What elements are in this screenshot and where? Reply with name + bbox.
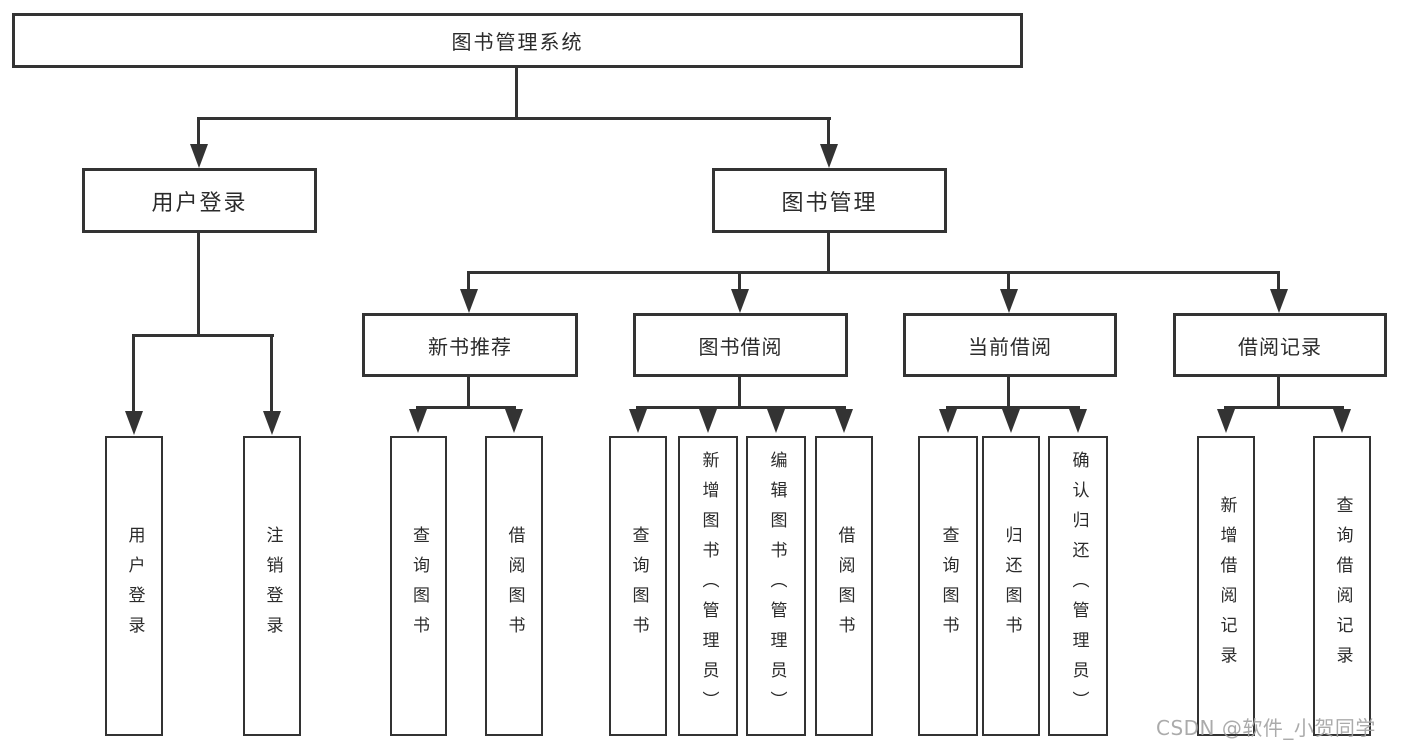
node-new-book-recommend-label: 新书推荐 bbox=[428, 334, 512, 359]
arrowhead-to-bb-borrow bbox=[835, 409, 853, 433]
node-borrow-records-label: 借阅记录 bbox=[1238, 334, 1322, 359]
arrowhead-to-user-login bbox=[190, 144, 208, 168]
leaf-bb-borrow-books-label: 借阅图书 bbox=[834, 526, 855, 646]
arrowhead-to-cb-query bbox=[939, 409, 957, 433]
node-current-borrow: 当前借阅 bbox=[903, 313, 1117, 377]
arrowhead-to-new-book-recommend bbox=[460, 289, 478, 313]
leaf-nbr-query-books-label: 查询图书 bbox=[409, 526, 429, 646]
arrowhead-to-br-add bbox=[1217, 409, 1235, 433]
arrowhead-to-book-management bbox=[820, 144, 838, 168]
arrowhead-to-book-borrow bbox=[731, 289, 749, 313]
leaf-bb-add-books-admin-label: 新增图书（管理员） bbox=[698, 451, 719, 721]
leaf-cb-return-books: 归还图书 bbox=[982, 436, 1040, 736]
leaf-bb-query-books-label: 查询图书 bbox=[628, 526, 649, 646]
leaf-nbr-borrow-books-label: 借阅图书 bbox=[504, 526, 525, 646]
leaf-bb-edit-books-admin-label: 编辑图书（管理员） bbox=[766, 451, 787, 721]
connector-book-mgmt-bar bbox=[467, 271, 1280, 274]
leaf-cb-return-books-label: 归还图书 bbox=[1001, 526, 1022, 646]
connector-user-login-drop-2 bbox=[270, 334, 273, 412]
arrowhead-to-cb-return bbox=[1002, 409, 1020, 433]
leaf-cb-query-books: 查询图书 bbox=[918, 436, 978, 736]
leaf-cb-query-books-label: 查询图书 bbox=[938, 526, 959, 646]
arrowhead-to-br-query bbox=[1333, 409, 1351, 433]
arrowhead-to-nbr-query bbox=[409, 409, 427, 433]
connector-root-right-drop bbox=[827, 117, 830, 145]
node-user-login-label: 用户登录 bbox=[151, 190, 248, 216]
node-root: 图书管理系统 bbox=[12, 13, 1023, 68]
arrowhead-to-current-borrow bbox=[1000, 289, 1018, 313]
connector-user-login-drop-1 bbox=[132, 334, 135, 412]
connector-br-stem bbox=[1277, 377, 1280, 409]
connector-bb-bar bbox=[636, 406, 846, 409]
arrowhead-to-nbr-borrow bbox=[505, 409, 523, 433]
node-user-login: 用户登录 bbox=[82, 168, 317, 233]
arrowhead-to-bb-edit bbox=[767, 409, 785, 433]
arrowhead-to-leaf-logout bbox=[263, 411, 281, 435]
node-book-management-label: 图书管理 bbox=[781, 190, 878, 216]
node-book-management: 图书管理 bbox=[712, 168, 947, 233]
connector-book-mgmt-drop-4 bbox=[1277, 271, 1280, 290]
leaf-br-query-record: 查询借阅记录 bbox=[1313, 436, 1371, 736]
leaf-logout: 注销登录 bbox=[243, 436, 301, 736]
leaf-cb-confirm-return-admin-label: 确认归还（管理员） bbox=[1068, 451, 1089, 721]
leaf-bb-borrow-books: 借阅图书 bbox=[815, 436, 873, 736]
connector-bb-stem bbox=[738, 377, 741, 409]
connector-nbr-stem bbox=[467, 377, 470, 409]
connector-book-mgmt-drop-2 bbox=[738, 271, 741, 290]
node-borrow-records: 借阅记录 bbox=[1173, 313, 1387, 377]
leaf-bb-edit-books-admin: 编辑图书（管理员） bbox=[746, 436, 806, 736]
arrowhead-to-borrow-records bbox=[1270, 289, 1288, 313]
arrowhead-to-leaf-user-login bbox=[125, 411, 143, 435]
leaf-br-add-record: 新增借阅记录 bbox=[1197, 436, 1255, 736]
connector-user-login-stem bbox=[197, 233, 200, 337]
leaf-nbr-borrow-books: 借阅图书 bbox=[485, 436, 543, 736]
leaf-user-login: 用户登录 bbox=[105, 436, 163, 736]
node-new-book-recommend: 新书推荐 bbox=[362, 313, 578, 377]
leaf-cb-confirm-return-admin: 确认归还（管理员） bbox=[1048, 436, 1108, 736]
leaf-bb-query-books: 查询图书 bbox=[609, 436, 667, 736]
arrowhead-to-bb-add bbox=[699, 409, 717, 433]
connector-root-bar bbox=[198, 117, 831, 120]
connector-br-bar bbox=[1224, 406, 1344, 409]
leaf-nbr-query-books: 查询图书 bbox=[390, 436, 447, 736]
connector-cb-bar bbox=[946, 406, 1080, 409]
connector-book-mgmt-drop-1 bbox=[467, 271, 470, 290]
arrowhead-to-bb-query bbox=[629, 409, 647, 433]
leaf-br-query-record-label: 查询借阅记录 bbox=[1332, 496, 1353, 676]
node-book-borrow: 图书借阅 bbox=[633, 313, 848, 377]
leaf-user-login-label: 用户登录 bbox=[124, 526, 145, 646]
node-root-label: 图书管理系统 bbox=[451, 30, 584, 54]
node-book-borrow-label: 图书借阅 bbox=[698, 334, 783, 359]
connector-root-left-drop bbox=[197, 117, 200, 145]
connector-user-login-bar bbox=[132, 334, 274, 337]
connector-book-mgmt-stem bbox=[827, 233, 830, 274]
leaf-bb-add-books-admin: 新增图书（管理员） bbox=[678, 436, 738, 736]
connector-root-stem bbox=[515, 68, 518, 120]
connector-nbr-bar bbox=[416, 406, 516, 409]
connector-book-mgmt-drop-3 bbox=[1007, 271, 1010, 290]
leaf-br-add-record-label: 新增借阅记录 bbox=[1216, 496, 1237, 676]
csdn-watermark: CSDN @软件_小贺同学 bbox=[1156, 716, 1376, 740]
node-current-borrow-label: 当前借阅 bbox=[968, 334, 1052, 359]
arrowhead-to-cb-confirm bbox=[1069, 409, 1087, 433]
leaf-logout-label: 注销登录 bbox=[262, 526, 283, 646]
connector-cb-stem bbox=[1007, 377, 1010, 409]
